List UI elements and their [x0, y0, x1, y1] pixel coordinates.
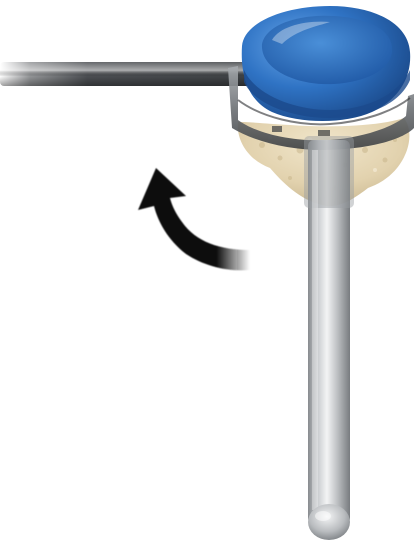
- acetabular-cup: [242, 6, 410, 121]
- rotation-arrow-icon: [138, 168, 250, 270]
- horizontal-handle-rod: [0, 62, 250, 86]
- vertical-alignment-rod: [304, 136, 354, 540]
